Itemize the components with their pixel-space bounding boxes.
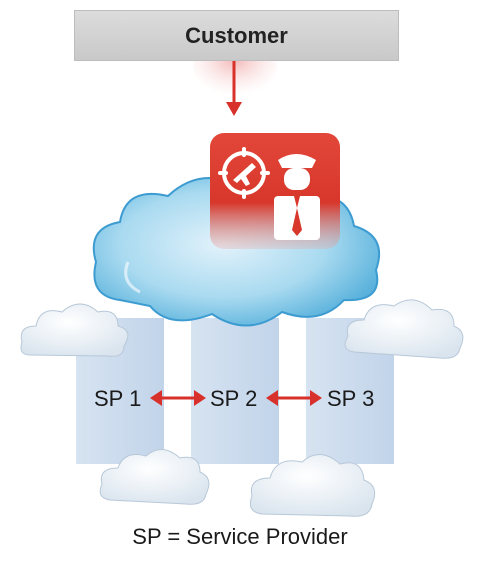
sp2-column [191,318,279,464]
cloud-bottom-right [249,454,376,517]
legend-caption: SP = Service Provider [132,524,348,549]
arrow-sp1-sp2 [150,390,206,406]
cloud-bottom-left [99,449,210,505]
sp3-label: SP 3 [327,386,375,411]
globe-airplane-icon [218,147,270,199]
customer-bar: Customer [74,10,399,61]
sp1-label: SP 1 [94,386,142,411]
broker-icon [210,133,340,249]
down-arrow-head [226,102,242,116]
sp2-label: SP 2 [210,386,258,411]
uniformed-person-icon [274,154,320,240]
customer-label: Customer [185,22,288,48]
cloud-right [344,299,464,359]
arrow-sp2-sp3 [266,390,322,406]
cloud-left [20,303,129,357]
